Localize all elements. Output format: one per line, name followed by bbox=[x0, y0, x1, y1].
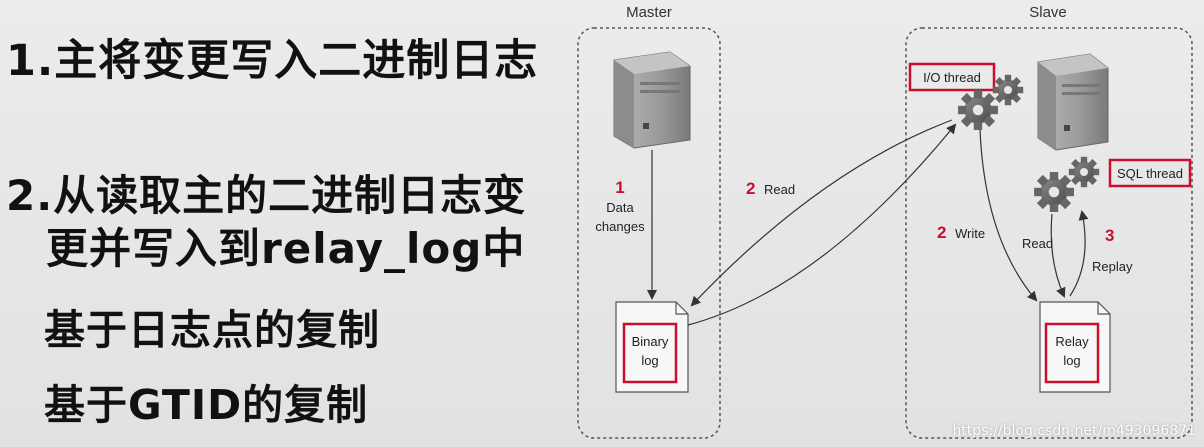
watermark: https://blog.csdn.net/m493096871 bbox=[952, 423, 1196, 439]
bullet-master-writes-binlog: 1.主将变更写入二进制日志 bbox=[6, 36, 539, 86]
sql-thread-highlight bbox=[1108, 158, 1192, 188]
gear-icon bbox=[1034, 172, 1074, 212]
master-step-number: 1 bbox=[615, 178, 624, 197]
binary-log-highlight bbox=[622, 322, 678, 384]
slave-title: Slave bbox=[1029, 4, 1067, 21]
arrow-write-relaylog bbox=[979, 129, 1038, 302]
document-icon: Binary log bbox=[615, 301, 689, 393]
write-step-label: Write bbox=[955, 226, 985, 241]
relay-log-label-line1: Relay bbox=[1055, 334, 1089, 349]
document-icon: Relay log bbox=[1039, 301, 1111, 393]
gear-icon bbox=[1068, 156, 1100, 188]
replay-step-label: Replay bbox=[1092, 259, 1133, 274]
bullet-log-position-replication: 基于日志点的复制 bbox=[44, 306, 380, 354]
master-step-label-line2: changes bbox=[595, 219, 645, 234]
server-icon bbox=[613, 51, 691, 149]
write-step-number: 2 bbox=[937, 223, 946, 242]
read-step-label: Read bbox=[764, 182, 795, 197]
master-step-label-line1: Data bbox=[606, 200, 634, 215]
binary-log-label-line2: log bbox=[641, 353, 658, 368]
arrow-replay bbox=[1069, 210, 1089, 297]
replay-step-number: 3 bbox=[1105, 226, 1114, 245]
sql-read-label: Read bbox=[1022, 236, 1053, 251]
server-icon bbox=[1037, 53, 1109, 151]
gear-icon bbox=[958, 90, 998, 130]
master-title: Master bbox=[626, 4, 672, 21]
arrow-read-binlog bbox=[690, 119, 953, 307]
master-box bbox=[577, 27, 721, 439]
relay-log-highlight bbox=[1044, 322, 1100, 384]
arrow-io-request bbox=[687, 123, 957, 326]
arrow-sql-read bbox=[1050, 213, 1066, 298]
gear-icon bbox=[992, 74, 1024, 106]
sql-thread-label: SQL thread bbox=[1117, 166, 1183, 181]
read-step-number: 2 bbox=[746, 179, 755, 198]
binary-log-label-line1: Binary bbox=[632, 334, 669, 349]
relay-log-label-line2: log bbox=[1063, 353, 1080, 368]
io-thread-label: I/O thread bbox=[923, 70, 981, 85]
bullet-gtid-replication: 基于GTID的复制 bbox=[44, 381, 369, 429]
bullet-slave-reads-binlog-line2: 更并写入到relay_log中 bbox=[46, 224, 526, 273]
slave-box bbox=[905, 27, 1193, 439]
io-thread-highlight bbox=[908, 62, 996, 92]
bullet-slave-reads-binlog-line1: 2.从读取主的二进制日志变 bbox=[6, 171, 527, 220]
